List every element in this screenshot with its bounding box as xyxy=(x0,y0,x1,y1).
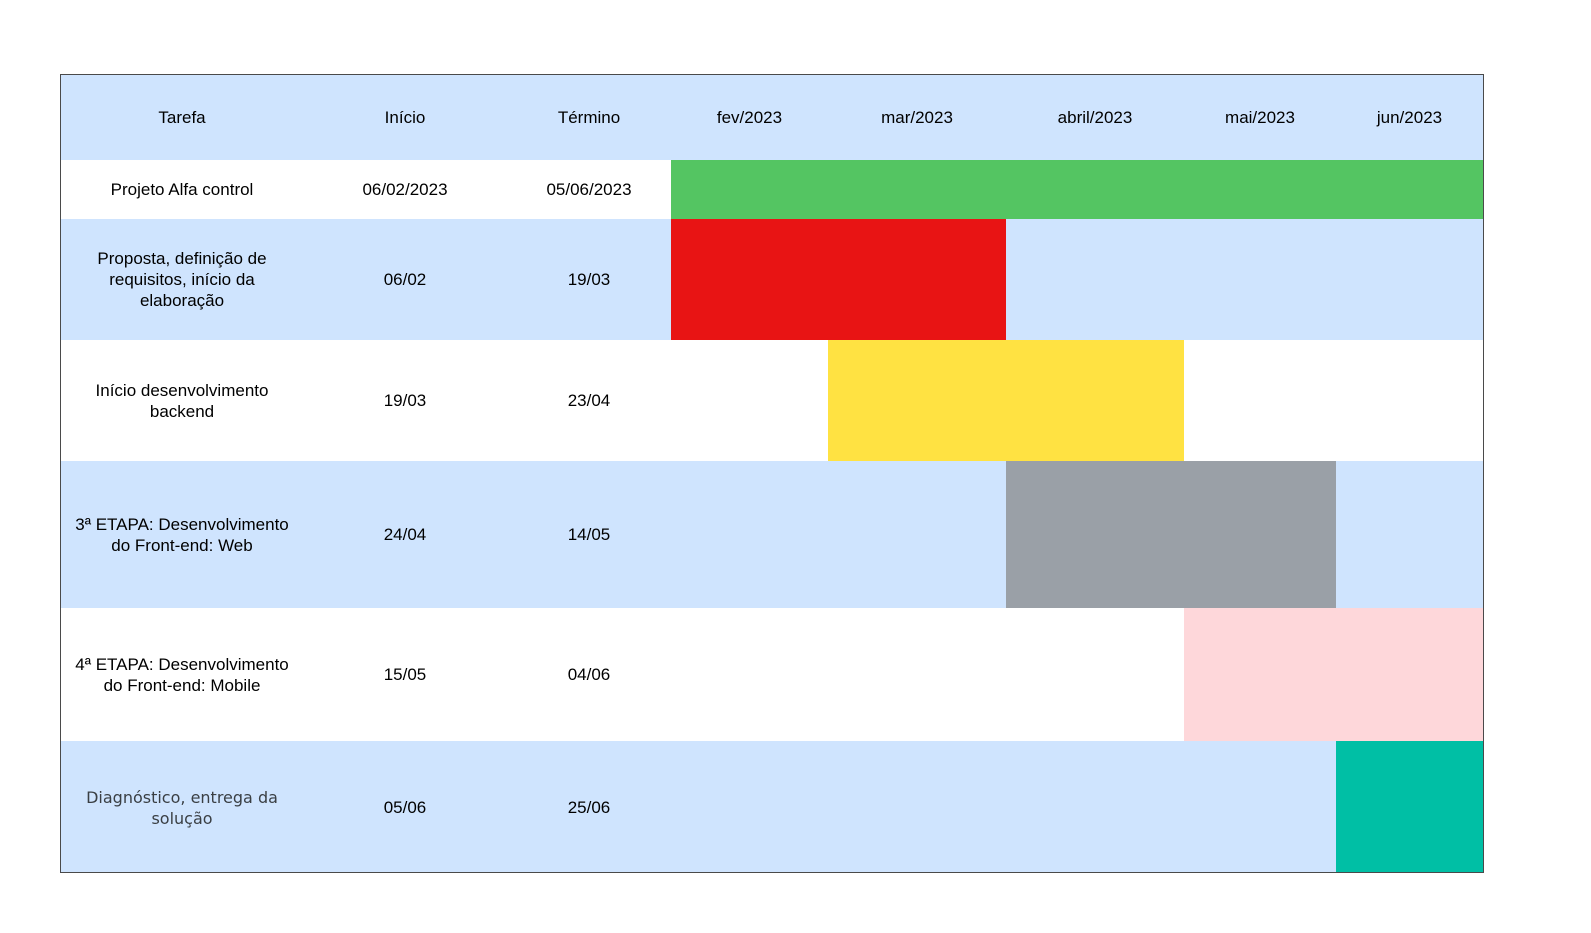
task-start: 24/04 xyxy=(383,525,427,544)
row-bg xyxy=(61,741,1483,872)
task-bar xyxy=(1336,741,1483,872)
task-bar xyxy=(1184,608,1483,741)
task-start: 05/06 xyxy=(383,798,427,817)
month-label: fev/2023 xyxy=(716,108,783,127)
task-end: 19/03 xyxy=(567,270,611,289)
header-end: Término xyxy=(557,108,621,127)
header-row-bg xyxy=(61,75,1483,160)
task-bar xyxy=(671,160,1483,219)
gantt-chart: Tarefa Início Término fev/2023 mar/2023 … xyxy=(60,74,1484,873)
task-bar xyxy=(1006,461,1336,608)
task-name: Diagnóstico, entrega da solução xyxy=(86,787,278,828)
task-end: 05/06/2023 xyxy=(546,180,632,199)
task-bar xyxy=(671,219,1006,340)
row-bg xyxy=(61,340,1483,461)
task-start: 19/03 xyxy=(383,391,427,410)
task-name: 4ª ETAPA: Desenvolvimento do Front-end: … xyxy=(75,654,289,695)
task-end: 23/04 xyxy=(567,391,611,410)
month-label: abril/2023 xyxy=(1057,108,1133,127)
header-task: Tarefa xyxy=(158,108,206,127)
task-start: 06/02 xyxy=(383,270,427,289)
month-label: jun/2023 xyxy=(1376,108,1443,127)
task-name: Projeto Alfa control xyxy=(110,180,254,199)
task-bar xyxy=(828,340,1184,461)
task-name: Início desenvolvimento backend xyxy=(95,380,269,421)
task-name: 3ª ETAPA: Desenvolvimento do Front-end: … xyxy=(75,514,289,555)
task-end: 14/05 xyxy=(567,525,611,544)
header-start: Início xyxy=(384,108,426,127)
task-end: 25/06 xyxy=(567,798,611,817)
task-start: 15/05 xyxy=(383,665,427,684)
month-label: mar/2023 xyxy=(881,108,953,127)
month-label: mai/2023 xyxy=(1225,108,1295,127)
task-end: 04/06 xyxy=(567,665,611,684)
task-start: 06/02/2023 xyxy=(362,180,448,199)
task-name: Proposta, definição de requisitos, iníci… xyxy=(97,249,267,310)
